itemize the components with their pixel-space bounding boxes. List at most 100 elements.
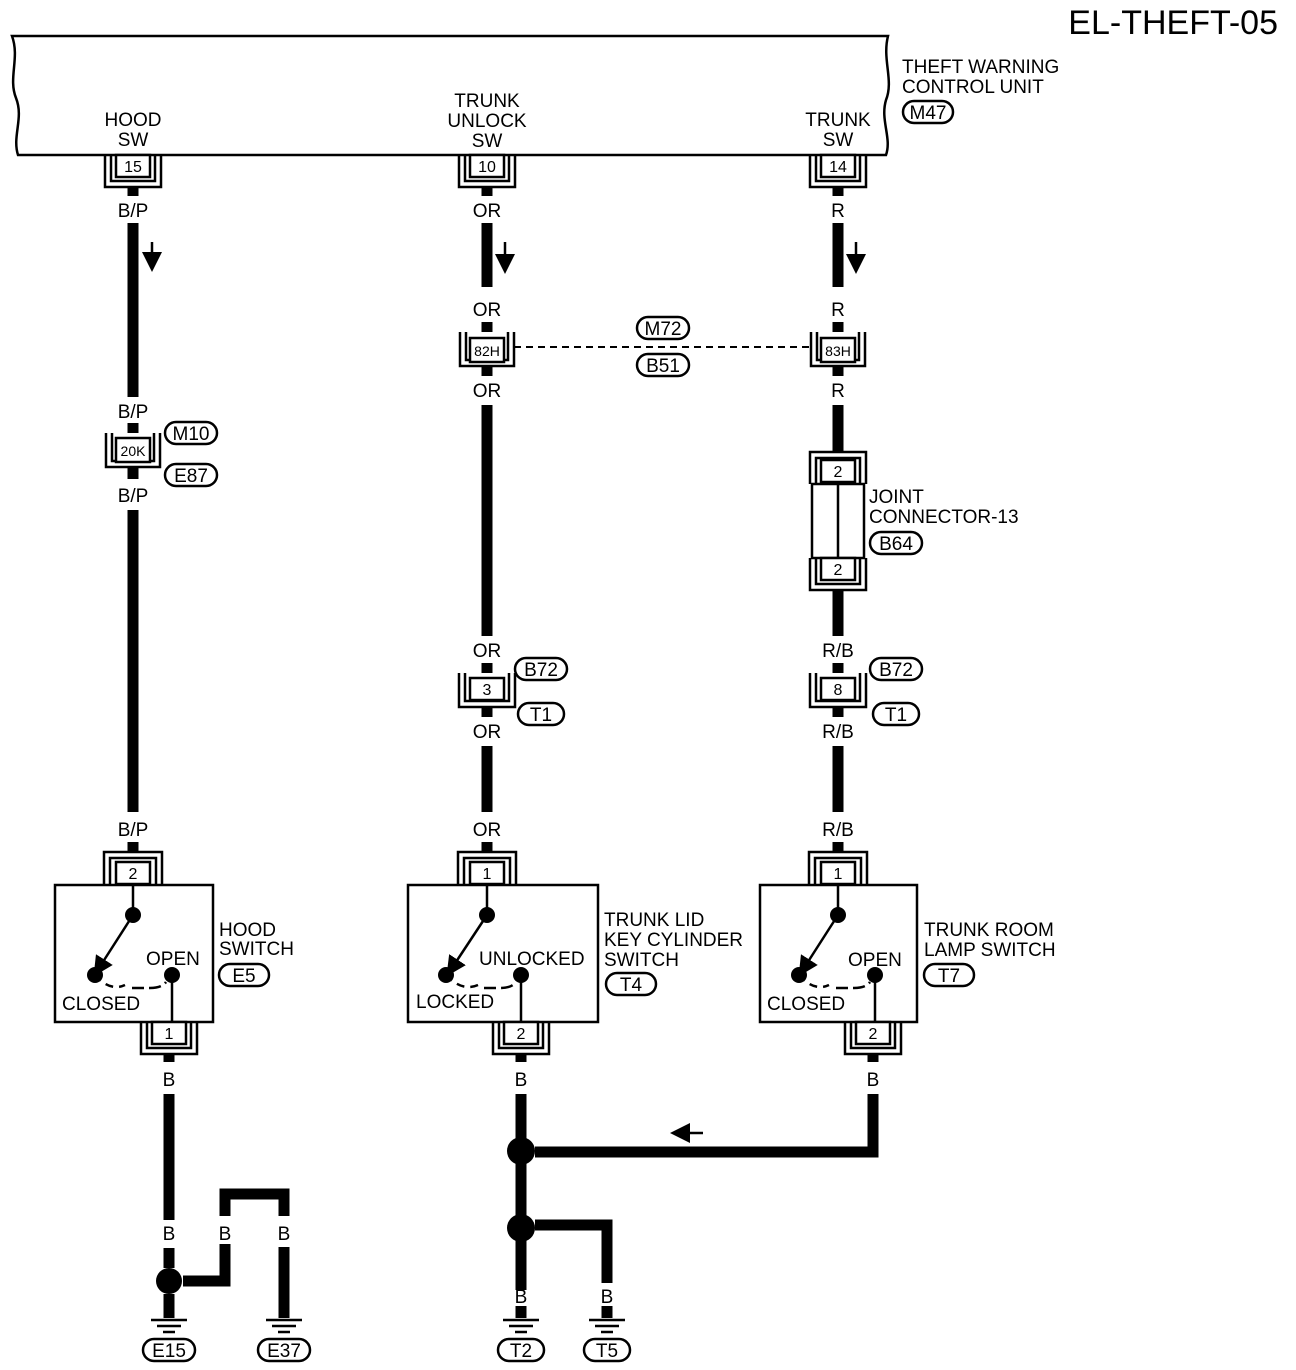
splice-upper — [507, 1137, 535, 1165]
joint-pin-bottom: 2 — [834, 562, 843, 579]
hood-switch: 2 CLOSED OPEN 1 — [53, 850, 215, 1056]
splice-lower — [507, 1214, 535, 1242]
trunk-color-3: R — [831, 381, 845, 402]
control-unit-connector: M47 — [910, 103, 947, 124]
key-switch-pin-top: 1 — [483, 866, 492, 883]
trunk-color-5: R/B — [822, 722, 854, 743]
connector-e87: E87 — [174, 466, 208, 487]
unlock-color-6: OR — [473, 820, 502, 841]
pin-trunk-top: 14 — [808, 153, 868, 189]
lamp-switch-name-2: LAMP SWITCH — [924, 940, 1056, 961]
terminal-unlock-label-1: TRUNK — [454, 91, 520, 112]
hood-switch-pin-bottom: 1 — [165, 1026, 174, 1043]
hood-color-4: B/P — [118, 820, 149, 841]
connector-b72-unlock: B72 — [524, 660, 558, 681]
connector-8-num: 8 — [834, 682, 843, 699]
pin-trunk-top-num: 14 — [829, 159, 847, 176]
connector-20k: 20K — [104, 433, 162, 469]
key-switch-name-2: KEY CYLINDER — [604, 930, 743, 951]
ground-e15: E15 — [152, 1341, 186, 1362]
connector-3-num: 3 — [483, 682, 492, 699]
lamp-ground-color: B — [867, 1070, 880, 1091]
terminal-trunk-label-2: SW — [823, 130, 854, 151]
connector-b72-trunk: B72 — [879, 660, 913, 681]
lamp-switch-id-oval — [922, 962, 976, 988]
lamp-switch-pin-top: 1 — [834, 866, 843, 883]
e37-color-2: B — [278, 1224, 291, 1245]
e37-branch-wire — [183, 1244, 231, 1287]
joint-id: B64 — [879, 534, 913, 555]
connector-83h-num: 83H — [825, 343, 851, 359]
unlock-color-2: OR — [473, 300, 502, 321]
control-unit-box — [10, 34, 891, 157]
connector-83h: 83H — [809, 332, 867, 368]
ground-symbol-e37 — [266, 1318, 302, 1334]
ground-t5-oval — [582, 1337, 632, 1363]
key-cylinder-switch: 1 LOCKED UNLOCKED 2 — [406, 850, 600, 1056]
key-switch-state-b: UNLOCKED — [479, 949, 585, 970]
unlock-color-3: OR — [473, 381, 502, 402]
connector-b72-trunk-oval — [868, 656, 924, 682]
key-switch-pin-bottom: 2 — [517, 1026, 526, 1043]
lamp-switch-id: T7 — [938, 966, 960, 987]
connector-82h-num: 82H — [474, 343, 500, 359]
connector-e87-oval — [163, 462, 219, 488]
hood-color-2: B/P — [118, 402, 149, 423]
hood-switch-id-oval — [217, 962, 271, 988]
key-ground-color-1: B — [515, 1070, 528, 1091]
control-unit-name-2: CONTROL UNIT — [902, 77, 1044, 98]
hood-switch-state-a: CLOSED — [62, 994, 140, 1015]
connector-t1-unlock: T1 — [530, 705, 552, 726]
hood-ground-color-2: B — [163, 1224, 176, 1245]
hood-switch-name-1: HOOD — [219, 920, 276, 941]
key-switch-name-3: SWITCH — [604, 950, 679, 971]
hood-switch-name-2: SWITCH — [219, 939, 294, 960]
connector-b72-unlock-oval — [513, 656, 569, 682]
pin-unlock-top-num: 10 — [478, 159, 496, 176]
unlock-color-5: OR — [473, 722, 502, 743]
connector-8: 8 — [808, 673, 868, 709]
pin-unlock-top: 10 — [457, 153, 517, 189]
connector-m10: M10 — [173, 424, 210, 445]
control-unit-connector-oval — [901, 99, 955, 125]
ground-e37-oval — [256, 1337, 312, 1363]
lamp-switch-state-a: CLOSED — [767, 994, 845, 1015]
trunk-color-1: R — [831, 201, 845, 222]
lamp-switch-state-b: OPEN — [848, 950, 902, 971]
lamp-ground-wire — [535, 1094, 879, 1158]
key-switch-id: T4 — [620, 975, 643, 996]
terminal-unlock-label-2: UNLOCK — [447, 111, 527, 132]
t2-color: B — [515, 1287, 528, 1308]
joint-connector: 2 2 — [808, 450, 868, 592]
page-id: EL-THEFT-05 — [1068, 4, 1278, 42]
key-switch-id-oval — [604, 971, 658, 997]
e37-color-1: B — [219, 1224, 232, 1245]
lamp-switch-pin-bottom: 2 — [869, 1026, 878, 1043]
t5-branch-wire — [535, 1219, 613, 1283]
joint-name-2: CONNECTOR-13 — [869, 507, 1019, 528]
connector-82h: 82H — [458, 332, 516, 368]
connector-t1-trunk-oval — [871, 701, 921, 727]
joint-id-oval — [868, 530, 924, 556]
e37-branch-wire-2 — [219, 1188, 290, 1216]
joint-pin-top: 2 — [834, 464, 843, 481]
connector-b51-oval — [635, 352, 691, 378]
terminal-trunk-label-1: TRUNK — [805, 110, 871, 131]
trunk-color-4: R/B — [822, 641, 854, 662]
connector-m10-oval — [163, 420, 219, 446]
connector-20k-num: 20K — [121, 443, 147, 459]
key-switch-state-a: LOCKED — [416, 992, 494, 1013]
ground-t5: T5 — [596, 1341, 618, 1362]
ground-symbol-e15 — [151, 1318, 187, 1334]
pin-hood-top: 15 — [103, 153, 163, 189]
hood-switch-id: E5 — [232, 966, 255, 987]
terminal-hood-label-2: SW — [118, 130, 149, 151]
connector-t1-trunk: T1 — [885, 705, 907, 726]
connector-m72: M72 — [645, 319, 682, 340]
hood-color-1: B/P — [118, 201, 149, 222]
connector-t1-unlock-oval — [516, 701, 566, 727]
ground-symbol-t5 — [589, 1318, 625, 1334]
ground-symbol-t2 — [503, 1318, 539, 1334]
terminal-unlock-label-3: SW — [472, 131, 503, 152]
